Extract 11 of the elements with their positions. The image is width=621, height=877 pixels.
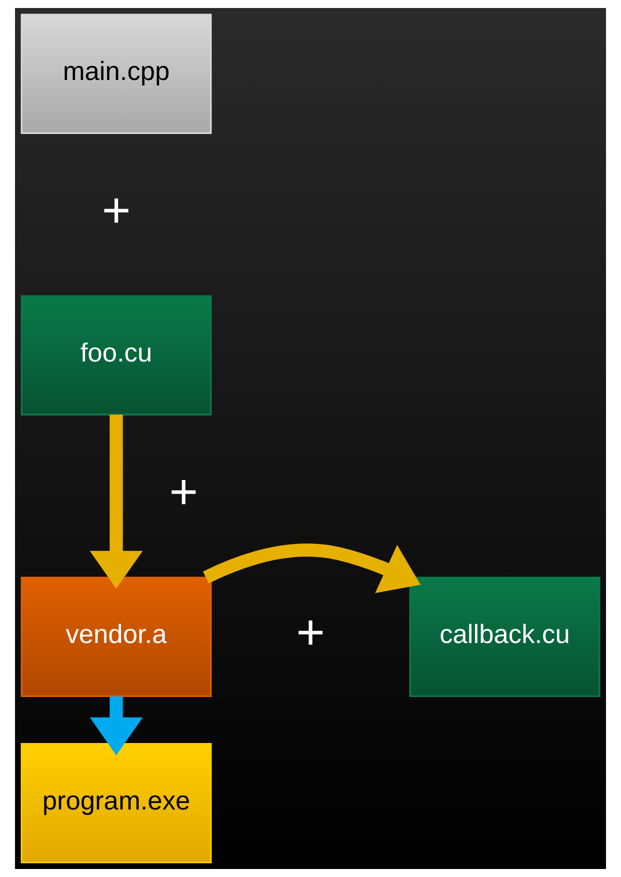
arrow — [203, 544, 421, 594]
label: + — [169, 464, 198, 520]
node-box: vendor.a — [20, 576, 212, 697]
node-box: program.exe — [20, 743, 212, 864]
node-box: foo.cu — [20, 295, 212, 416]
arrow — [90, 696, 143, 756]
node-box: callback.cu — [409, 576, 600, 697]
label: + — [296, 605, 325, 660]
label: + — [102, 182, 131, 238]
node-box: main.cpp — [20, 14, 212, 134]
arrow — [90, 414, 143, 589]
